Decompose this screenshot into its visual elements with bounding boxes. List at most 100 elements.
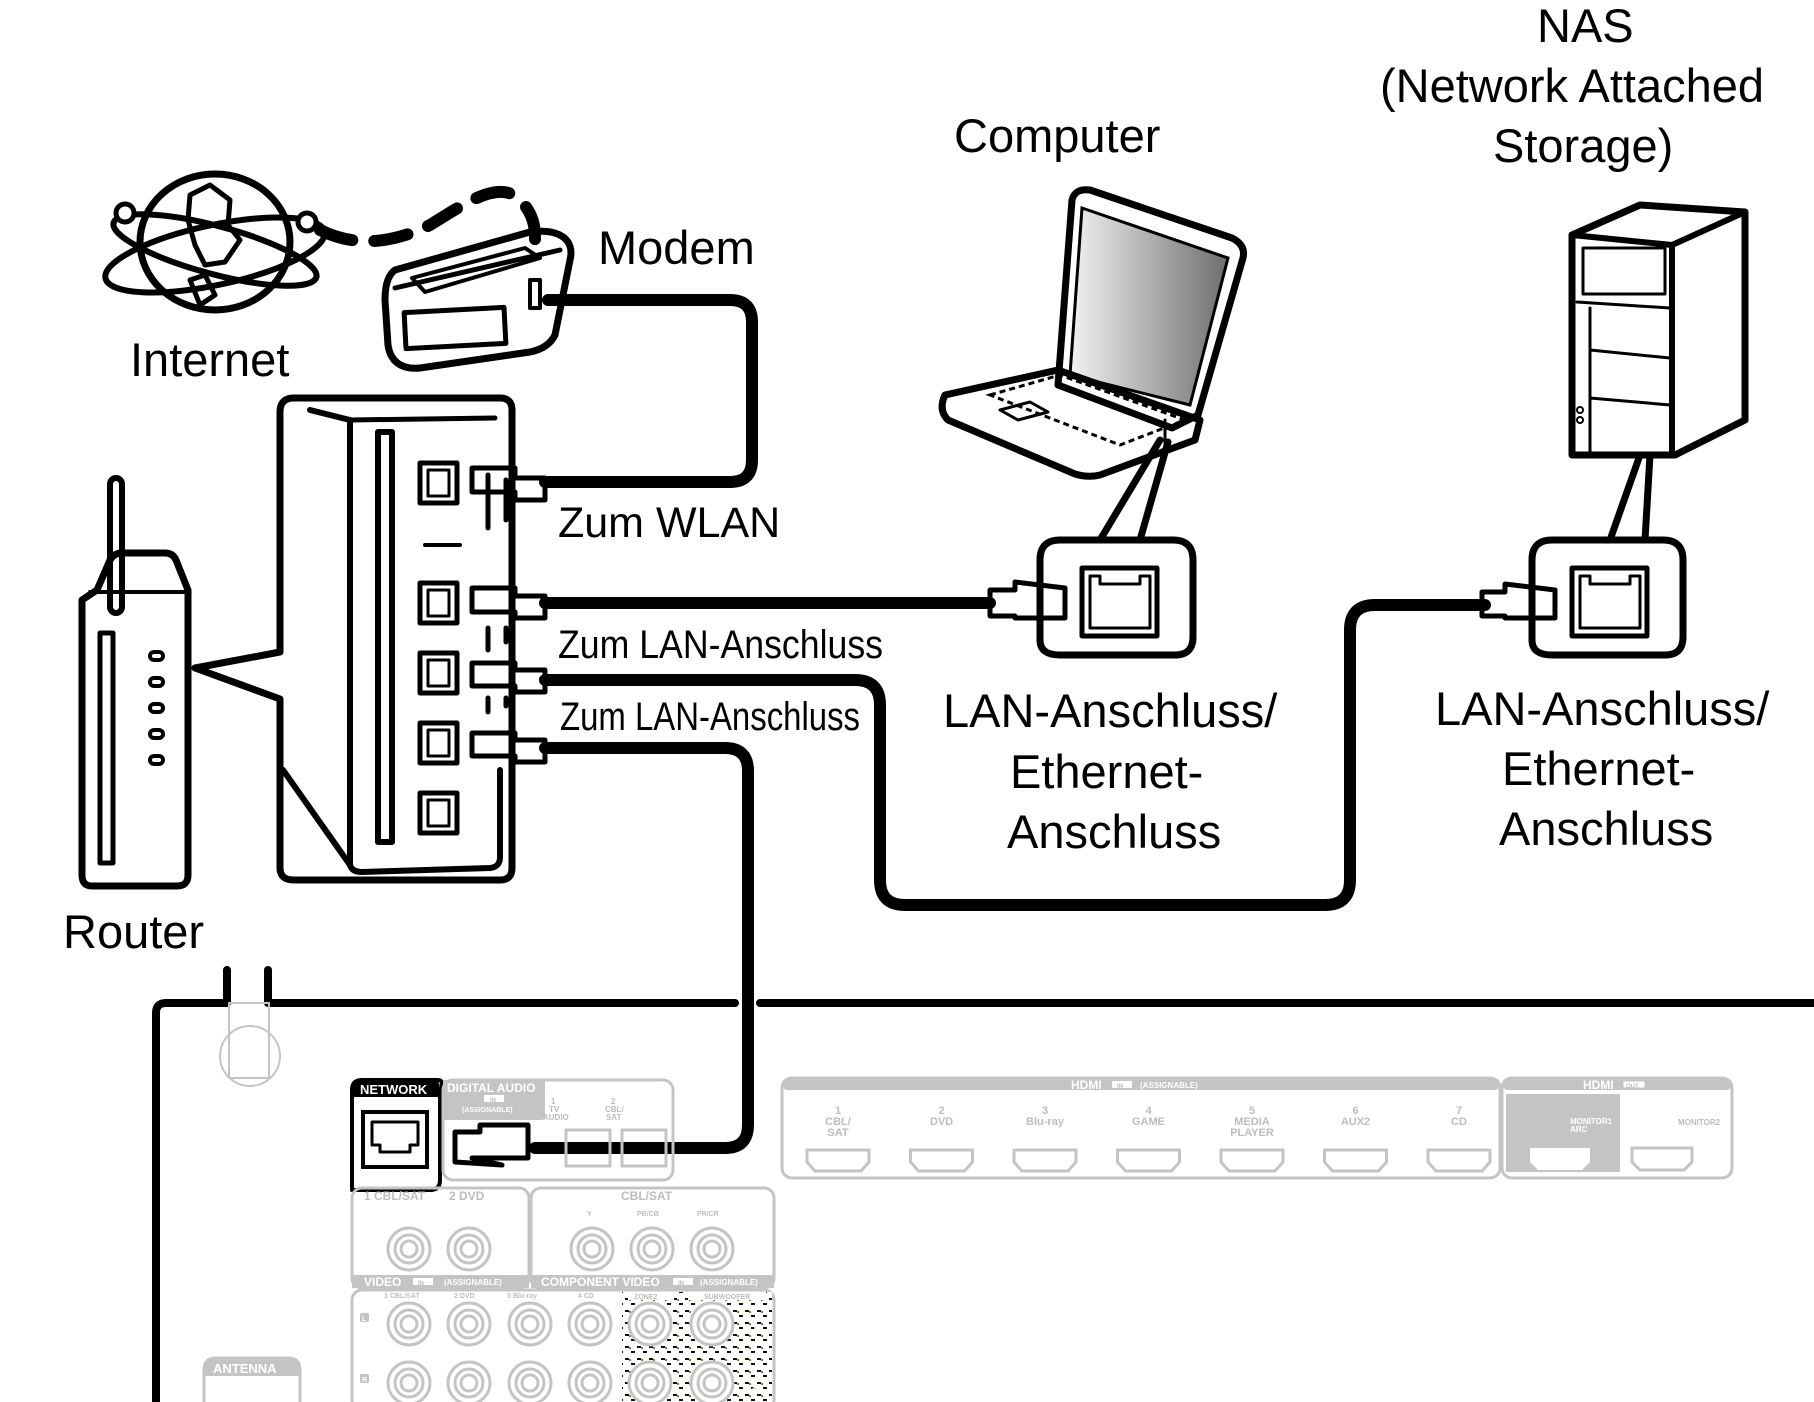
digital-audio-title: DIGITAL AUDIO [447, 1081, 535, 1095]
hdmi-input-4-port[interactable] [1116, 1148, 1181, 1173]
hdmi-input-5-label: MEDIA [1234, 1116, 1270, 1128]
nas-label-line2: (Network Attached [1380, 59, 1764, 112]
subwoofer-jack-2[interactable] [689, 1360, 735, 1402]
hdmi-out-section: HDMI OUT MONITOR1 ARC MONITOR2 [1500, 1076, 1734, 1180]
hdmi-input-3-number: 3 [1042, 1105, 1048, 1117]
audio-jack-4-r[interactable] [567, 1360, 613, 1402]
zone2-label: ZONE2 [634, 1294, 657, 1301]
modem-cable [539, 294, 758, 488]
hdmi-input-5-number: 5 [1249, 1105, 1255, 1117]
antenna-label: ANTENNA [213, 1361, 277, 1376]
component-jack-pr[interactable] [689, 1226, 735, 1272]
subwoofer-label: SUBWOOFER [704, 1294, 750, 1301]
audio-right-label: R [362, 1377, 367, 1384]
subwoofer-jack-1[interactable] [689, 1301, 735, 1347]
video-title: VIDEO [364, 1275, 401, 1289]
component-assignable: (ASSIGNABLE) [700, 1278, 758, 1287]
router-plug-lan3 [469, 730, 548, 765]
hdmi-monitor2-port[interactable] [1630, 1146, 1694, 1172]
hdmi-input-5-port[interactable] [1219, 1148, 1285, 1173]
hdmi-input-7-port[interactable] [1426, 1148, 1492, 1173]
subwoofer-1-label: 1 [752, 1322, 758, 1333]
computer-port-label-1: LAN-Anschluss/ [943, 684, 1278, 737]
component-title: COMPONENT VIDEO [541, 1275, 660, 1289]
hdmi-in-ports: 1CBL/SAT2DVD3Blu-ray4GAME5MEDIAPLAYER6AU… [805, 1105, 1492, 1173]
video-in-badge: IN [418, 1281, 424, 1287]
hdmi-input-2-label: DVD [930, 1116, 953, 1128]
audio-left-label: L [362, 1316, 367, 1323]
router-icon [78, 475, 192, 890]
router-plug-lan2 [469, 660, 548, 695]
hdmi-input-6-port[interactable] [1323, 1148, 1388, 1173]
router-label: Router [63, 905, 204, 958]
audio-jack-2-l[interactable] [446, 1301, 492, 1347]
audio-jack-1-l[interactable] [386, 1301, 432, 1347]
audio-jack-3-l[interactable] [507, 1301, 553, 1347]
video-input-1-label: 1 CBL/SAT [364, 1189, 426, 1203]
hdmi-out-title: HDMI [1583, 1078, 1614, 1092]
subwoofer-2-label: 2 [752, 1382, 758, 1393]
computer-port-callout [1036, 436, 1197, 659]
nas-port-label-1: LAN-Anschluss/ [1435, 682, 1770, 735]
computer-port-label-2: Ethernet- [1010, 745, 1203, 798]
digital-audio-assignable: (ASSIGNABLE) [462, 1107, 513, 1114]
nas-plug [1479, 581, 1558, 621]
network-port-label: NETWORK [360, 1082, 428, 1097]
router-port-lan3 [417, 720, 460, 766]
internet-label: Internet [130, 333, 289, 386]
hdmi-input-2-number: 2 [938, 1105, 944, 1117]
nas-cable [539, 599, 1491, 911]
audio-jack-1-r[interactable] [386, 1360, 432, 1402]
hdmi-input-1-number: 1 [835, 1105, 841, 1117]
digital-input-1-label: TV [549, 1105, 560, 1114]
video-assignable: (ASSIGNABLE) [444, 1278, 502, 1287]
component-jack-pb[interactable] [629, 1226, 675, 1272]
audio-input-2-label: 2 DVD [454, 1293, 475, 1300]
component-y-label: Y [587, 1211, 592, 1218]
digital-audio-section: DIGITAL AUDIO IN (ASSIGNABLE) 1 TV AUDIO… [441, 1078, 675, 1182]
video-jack-1[interactable] [386, 1226, 432, 1272]
internet-globe-icon [102, 170, 328, 314]
hdmi-input-1-sublabel: SAT [827, 1127, 848, 1139]
nas-icon [1568, 201, 1749, 459]
wifi-antenna-icon [219, 1002, 281, 1087]
hdmi-monitor1-arc: ARC [1570, 1125, 1588, 1134]
audio-jack-2-r[interactable] [446, 1360, 492, 1402]
nas-label-line3: Storage) [1493, 119, 1673, 172]
audio-input-1-label: 1 CBL/SAT [384, 1293, 420, 1300]
nas-label-line1: NAS [1537, 0, 1634, 52]
router-closeup [191, 394, 516, 884]
modem-icon [381, 227, 575, 372]
hdmi-monitor1-label: MONITOR1 [1570, 1117, 1613, 1126]
receiver-back-panel [152, 966, 1814, 1402]
hdmi-input-2-port[interactable] [909, 1148, 974, 1173]
audio-jack-3-r[interactable] [507, 1360, 553, 1402]
hdmi-input-6-number: 6 [1352, 1105, 1358, 1117]
zone2-jack-l[interactable] [627, 1301, 673, 1347]
wlan-connection-label: Zum WLAN [558, 499, 780, 547]
wireless-link [314, 185, 541, 248]
video-jack-2[interactable] [446, 1226, 492, 1272]
hdmi-input-3-port[interactable] [1012, 1148, 1078, 1173]
computer-plug [987, 579, 1068, 621]
hdmi-in-assignable: (ASSIGNABLE) [1140, 1081, 1198, 1090]
audio-input-4-label: 4 CD [578, 1293, 594, 1300]
zone2-jack-r[interactable] [627, 1360, 673, 1402]
hdmi-input-1-port[interactable] [805, 1148, 871, 1173]
hdmi-out-badge: OUT [1626, 1084, 1639, 1090]
router-plug-wlan [469, 465, 548, 503]
hdmi-input-1-label: CBL/ [825, 1116, 851, 1128]
component-jack-y[interactable] [569, 1226, 615, 1272]
network-port[interactable]: NETWORK [350, 1078, 445, 1192]
component-pr-label: PR/CR [697, 1211, 719, 1218]
nas-port-label-2: Ethernet- [1502, 742, 1695, 795]
hdmi-monitor1-port[interactable] [1530, 1148, 1590, 1170]
router-port-lan1 [417, 580, 460, 626]
receiver-plug [452, 1122, 531, 1168]
video-section: 1 CBL/SAT 2 DVD VIDEO IN (ASSIGNABLE) [350, 1186, 531, 1290]
hdmi-input-5-sublabel: PLAYER [1230, 1127, 1274, 1139]
hdmi-input-4-label: GAME [1132, 1116, 1165, 1128]
router-port-wlan [417, 460, 460, 506]
audio-jack-4-l[interactable] [567, 1301, 613, 1347]
hdmi-input-7-label: CD [1451, 1116, 1467, 1128]
